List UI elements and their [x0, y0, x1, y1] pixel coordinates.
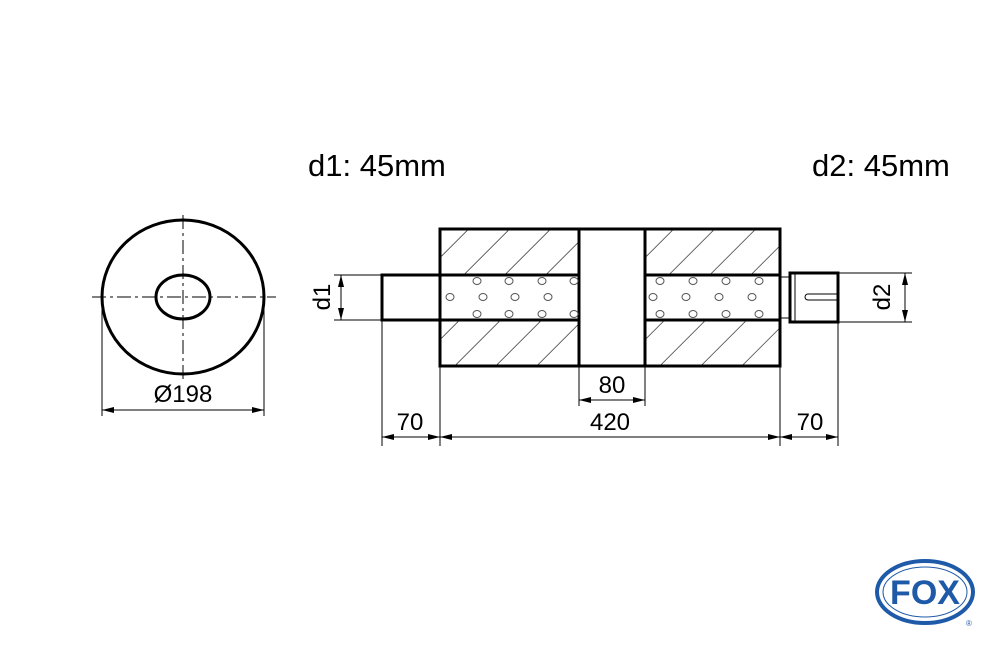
d2-dimension: d2: [838, 272, 912, 323]
length-dimensions: 80 70 420 70: [381, 320, 839, 446]
perforation-hole: [655, 310, 665, 318]
perforation-hole: [569, 310, 579, 318]
fox-logo: FOX ®: [875, 559, 975, 628]
d2-label: d2: [869, 284, 896, 311]
d2-title: d2: 45mm: [812, 148, 950, 183]
perforation-hole: [747, 293, 757, 301]
perforation-hole: [721, 310, 731, 318]
outlet-pipe: [788, 271, 840, 324]
logo-text: FOX: [890, 574, 960, 612]
inlet-length-label: 70: [397, 409, 424, 436]
body-length-label: 420: [590, 409, 630, 436]
d1-dimension: d1: [309, 274, 382, 321]
perforation-hole: [648, 293, 658, 301]
side-view: [380, 227, 840, 368]
perforation-hole: [655, 277, 665, 285]
perforation-hole: [504, 277, 514, 285]
end-view: Ø198: [92, 215, 276, 416]
inlet-pipe: [380, 273, 442, 322]
center-gap-label: 80: [599, 372, 626, 399]
perforation-hole: [472, 310, 482, 318]
perforation-hole: [472, 277, 482, 285]
diameter-label: Ø198: [154, 381, 213, 408]
perforation-hole: [681, 293, 691, 301]
perforation-hole: [688, 277, 698, 285]
outlet-length-label: 70: [797, 409, 824, 436]
perforation-hole: [721, 277, 731, 285]
perforation-hole: [714, 293, 724, 301]
perforation-hole: [569, 277, 579, 285]
perforation-hole: [543, 293, 553, 301]
registered-mark: ®: [966, 619, 972, 628]
d1-title: d1: 45mm: [308, 148, 446, 183]
perforation-hole: [510, 293, 520, 301]
perforation-hole: [537, 277, 547, 285]
perforation-hole: [688, 310, 698, 318]
perforation-hole: [754, 310, 764, 318]
d1-label: d1: [309, 284, 336, 311]
perforation-hole: [445, 293, 455, 301]
perforation-hole: [504, 310, 514, 318]
perforation-holes: [445, 277, 764, 318]
perforation-hole: [537, 310, 547, 318]
perforation-hole: [478, 293, 488, 301]
perforation-hole: [754, 277, 764, 285]
